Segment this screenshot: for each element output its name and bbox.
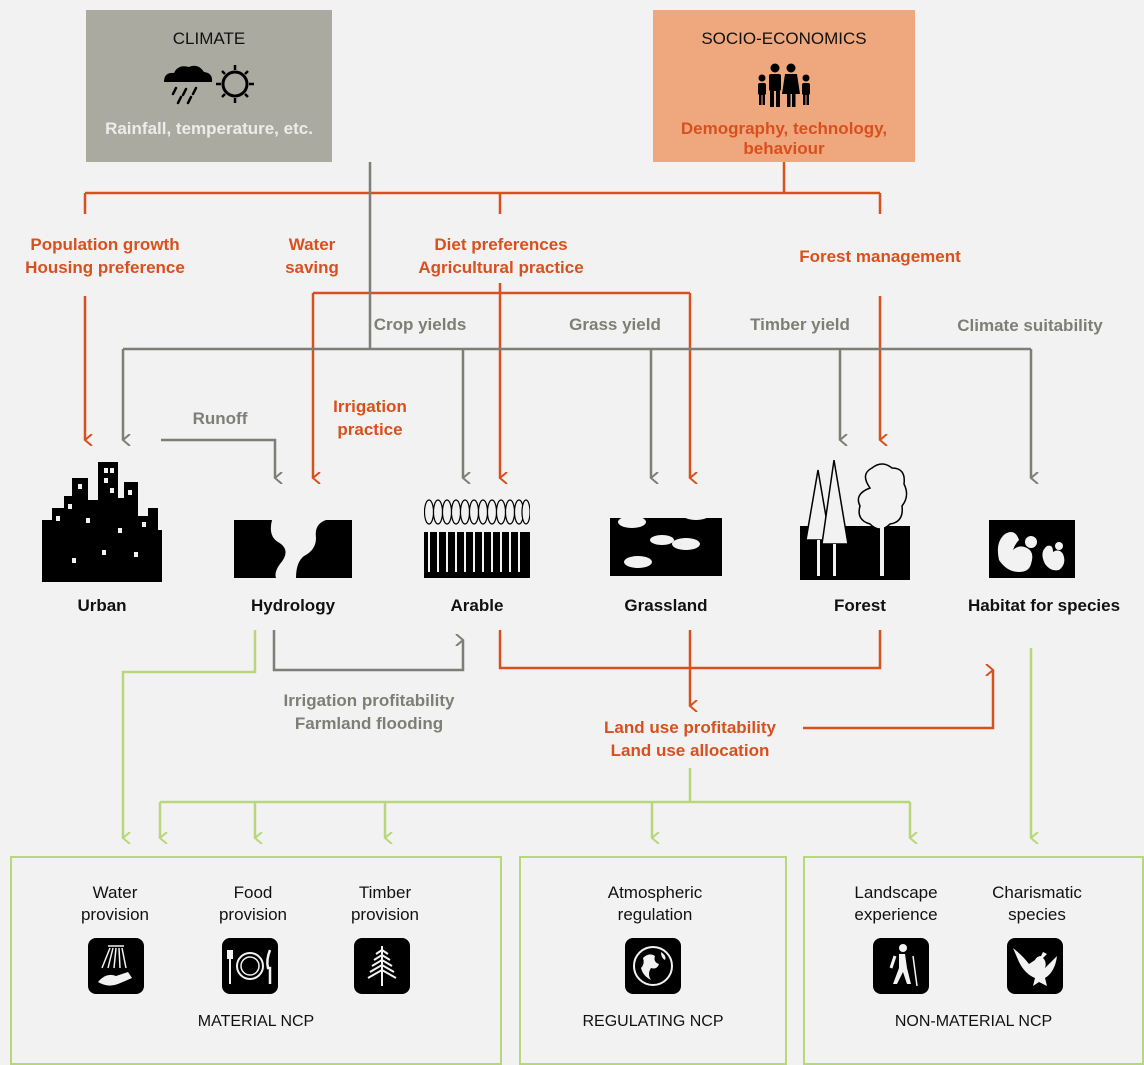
climate-suitability-label: Climate suitability bbox=[957, 316, 1103, 335]
housing-preference-label: Housing preference bbox=[25, 258, 185, 277]
timber-provision-label: Timber provision bbox=[335, 882, 435, 926]
food-provision-line2: provision bbox=[218, 905, 288, 924]
sector-arable: Arable bbox=[450, 596, 504, 615]
diet-label: Diet preferences Agricultural practice bbox=[395, 233, 607, 279]
charismatic-line1: Charismatic bbox=[992, 883, 1082, 902]
water-saving-line2: saving bbox=[285, 258, 339, 277]
timber-yield-label: Timber yield bbox=[750, 315, 850, 334]
landscape-experience-label: Landscape experience bbox=[846, 882, 946, 926]
arable-icon bbox=[424, 499, 530, 578]
socio-connectors bbox=[85, 162, 993, 730]
plate-icon bbox=[222, 938, 278, 994]
climate-title: CLIMATE bbox=[172, 29, 246, 48]
charismatic-line2: species bbox=[1008, 905, 1066, 924]
regulating-ncp-box: Atmospheric regulation REGULATING NCP bbox=[519, 856, 787, 1065]
timber-provision-line2: provision bbox=[350, 905, 420, 924]
water-provision-label: Water provision bbox=[65, 882, 165, 926]
urban-icon bbox=[42, 462, 162, 582]
diet-preferences-label: Diet preferences bbox=[434, 235, 568, 254]
population-growth-label: Population growth bbox=[30, 235, 180, 254]
charismatic-species-label: Charismatic species bbox=[977, 882, 1097, 926]
water-provision-line1: Water bbox=[92, 883, 138, 902]
socio-title: SOCIO-ECONOMICS bbox=[701, 29, 867, 48]
climate-connectors bbox=[123, 162, 1031, 672]
socio-subtitle: Demography, technology, behaviour bbox=[680, 119, 888, 158]
tree-icon bbox=[354, 938, 410, 994]
irrigation-profitability-label: Irrigation profitability Farmland floodi… bbox=[258, 689, 480, 735]
ncp-connectors bbox=[123, 630, 1031, 838]
sector-habitat: Habitat for species bbox=[967, 596, 1121, 615]
eagle-icon bbox=[1007, 938, 1063, 994]
material-ncp-box: Water provision Food provision Timber pr… bbox=[10, 856, 502, 1065]
non-material-ncp-title: NON-MATERIAL NCP bbox=[894, 1013, 1053, 1030]
people-icon bbox=[758, 63, 810, 107]
globe-icon bbox=[625, 938, 681, 994]
squirrel-icon bbox=[989, 520, 1075, 578]
sector-hydrology: Hydrology bbox=[250, 596, 336, 615]
forest-management-label: Forest management bbox=[799, 247, 961, 266]
hiker-icon bbox=[873, 938, 929, 994]
land-use-profitability-line: Land use profitability bbox=[604, 718, 776, 737]
sector-urban: Urban bbox=[77, 596, 127, 615]
agricultural-practice-label: Agricultural practice bbox=[418, 258, 584, 277]
forest-icon bbox=[800, 460, 910, 580]
water-provision-line2: provision bbox=[80, 905, 150, 924]
hydrology-icon bbox=[234, 520, 352, 578]
sector-forest: Forest bbox=[834, 596, 886, 615]
land-use-label: Land use profitability Land use allocati… bbox=[585, 716, 795, 762]
climate-subtitle: Rainfall, temperature, etc. bbox=[105, 119, 313, 138]
weather-icon bbox=[164, 65, 254, 105]
shower-icon bbox=[88, 938, 144, 994]
climate-box: CLIMATE Rainfall, temperature, etc. bbox=[86, 10, 332, 162]
irrigation-practice-label: Irrigation practice bbox=[315, 395, 425, 441]
irrigation-practice-line1: Irrigation bbox=[333, 397, 407, 416]
land-use-allocation-line: Land use allocation bbox=[610, 741, 770, 760]
material-ncp-title: MATERIAL NCP bbox=[197, 1013, 315, 1030]
grass-yield-label: Grass yield bbox=[569, 315, 661, 334]
crop-yields-label: Crop yields bbox=[373, 315, 467, 334]
regulating-ncp-title: REGULATING NCP bbox=[582, 1013, 724, 1030]
atmospheric-regulation-label: Atmospheric regulation bbox=[555, 882, 755, 926]
socio-economics-box: SOCIO-ECONOMICS Demography, technology, … bbox=[653, 10, 915, 162]
runoff-label: Runoff bbox=[192, 409, 248, 428]
farmland-flooding-line: Farmland flooding bbox=[294, 714, 444, 733]
water-saving-label: Water saving bbox=[262, 233, 362, 279]
landscape-line2: experience bbox=[854, 905, 938, 924]
atmospheric-line1: Atmospheric bbox=[607, 883, 703, 902]
non-material-ncp-box: Landscape experience Charismatic species… bbox=[803, 856, 1144, 1065]
irrigation-practice-line2: practice bbox=[337, 420, 403, 439]
population-label: Population growth Housing preference bbox=[14, 233, 196, 279]
irrigation-profitability-line: Irrigation profitability bbox=[283, 691, 455, 710]
grassland-icon bbox=[610, 508, 722, 576]
food-provision-label: Food provision bbox=[203, 882, 303, 926]
landscape-line1: Landscape bbox=[854, 883, 938, 902]
atmospheric-line2: regulation bbox=[617, 905, 693, 924]
food-provision-line1: Food bbox=[233, 883, 273, 902]
water-saving-line1: Water bbox=[288, 235, 336, 254]
sector-grassland: Grassland bbox=[624, 596, 708, 615]
timber-provision-line1: Timber bbox=[358, 883, 412, 902]
